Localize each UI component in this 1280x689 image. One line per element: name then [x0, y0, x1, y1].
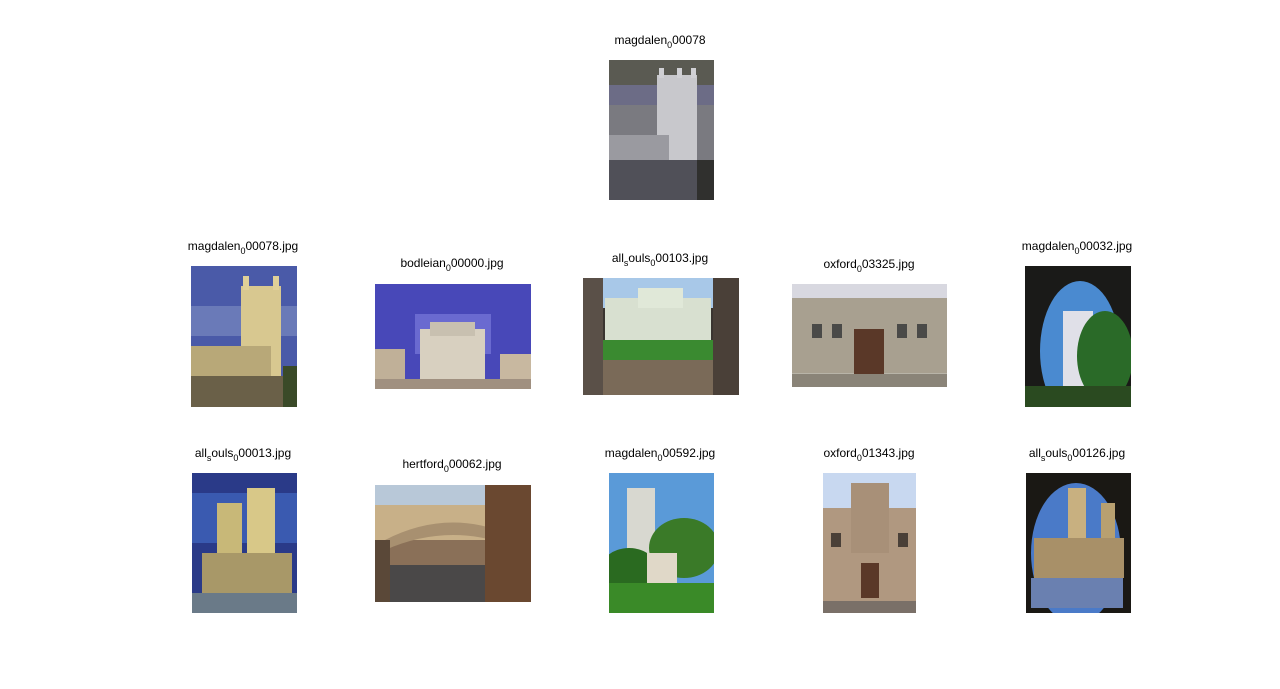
result-8-image[interactable]: [609, 473, 714, 613]
query-image[interactable]: [609, 60, 714, 200]
result-7-caption: hertford000062.jpg: [402, 457, 502, 474]
result-5-image[interactable]: [1025, 266, 1131, 407]
result-3-caption: allsouls000103.jpg: [611, 251, 709, 268]
result-4-image[interactable]: [792, 284, 947, 387]
result-2-caption: bodleian000000.jpg: [400, 256, 504, 273]
result-10-caption: allsouls000126.jpg: [1028, 446, 1126, 463]
result-8-caption: magdalen000592.jpg: [604, 446, 716, 463]
result-4-caption: oxford003325.jpg: [823, 257, 915, 274]
result-1-caption: magdalen000078.jpg: [187, 239, 299, 256]
result-5-caption: magdalen000032.jpg: [1021, 239, 1133, 256]
result-10-image[interactable]: [1026, 473, 1131, 613]
result-7-image[interactable]: [375, 485, 531, 602]
result-1-image[interactable]: [191, 266, 297, 407]
query-caption: magdalen000078: [614, 33, 706, 50]
result-9-image[interactable]: [823, 473, 916, 613]
result-6-image[interactable]: [192, 473, 297, 613]
result-6-caption: allsouls000013.jpg: [194, 446, 292, 463]
result-2-image[interactable]: [375, 284, 531, 389]
result-3-image[interactable]: [583, 278, 739, 395]
result-9-caption: oxford001343.jpg: [823, 446, 915, 463]
